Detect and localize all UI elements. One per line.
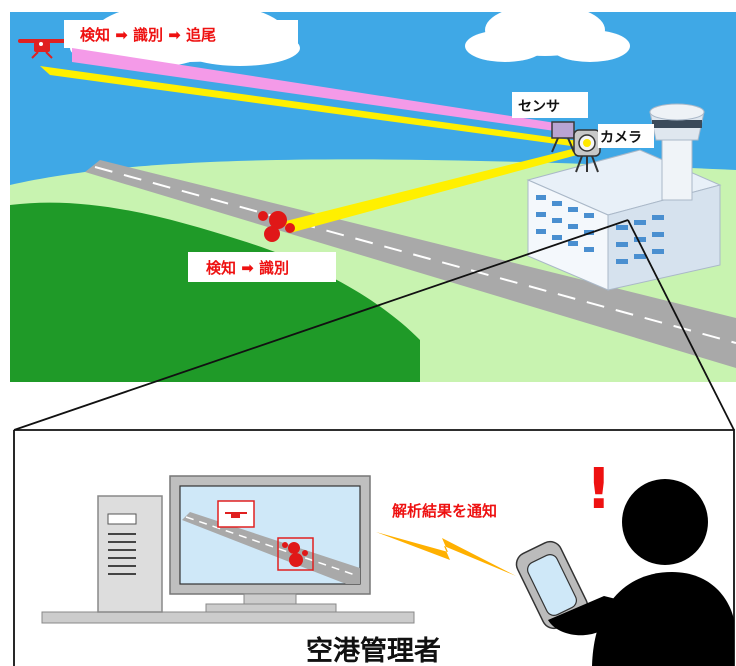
notify-label: 解析結果を通知 xyxy=(392,502,497,520)
bird-icon xyxy=(258,211,295,242)
pc-tower xyxy=(97,495,163,613)
pink-beam xyxy=(72,48,562,132)
airport-scene: 検知 ➡ 識別 ➡ 追尾 検知 ➡ 識別 センサ カメラ xyxy=(10,2,736,382)
sensor-label: センサ xyxy=(518,99,560,115)
yellow-beam-drone xyxy=(40,66,586,148)
drone-label: 検知 ➡ 識別 ➡ 追尾 xyxy=(80,26,216,44)
zoom-line-left xyxy=(13,219,629,431)
bird-label: 検知 ➡ 識別 xyxy=(206,259,289,277)
zoom-line-right xyxy=(627,219,735,431)
camera-icon xyxy=(573,129,601,173)
bird-mini-icon xyxy=(282,542,308,567)
monitoring-panel: 解析結果を通知 ! 空港管理者 xyxy=(13,429,735,666)
bird-label-bg xyxy=(188,252,336,282)
manager-label: 空港管理者 xyxy=(306,635,441,666)
runway xyxy=(85,160,736,368)
drone-mini-icon xyxy=(225,512,247,518)
manager-person-icon xyxy=(592,479,734,666)
terminal-building xyxy=(526,103,722,291)
camera-label: カメラ xyxy=(600,130,642,146)
drone-icon xyxy=(18,39,76,59)
desk xyxy=(41,611,415,624)
hill xyxy=(10,202,420,382)
sensor-icon xyxy=(551,121,575,153)
sensor-label-bg xyxy=(512,92,588,118)
bird-detection-box xyxy=(277,537,314,571)
drone-label-bg xyxy=(64,20,298,48)
camera-label-bg xyxy=(598,124,654,148)
yellow-beam-bird xyxy=(282,146,588,233)
alert-mark: ! xyxy=(586,457,612,522)
lightning-icon xyxy=(376,532,516,576)
monitor xyxy=(169,475,371,613)
smartphone-icon xyxy=(515,540,620,636)
